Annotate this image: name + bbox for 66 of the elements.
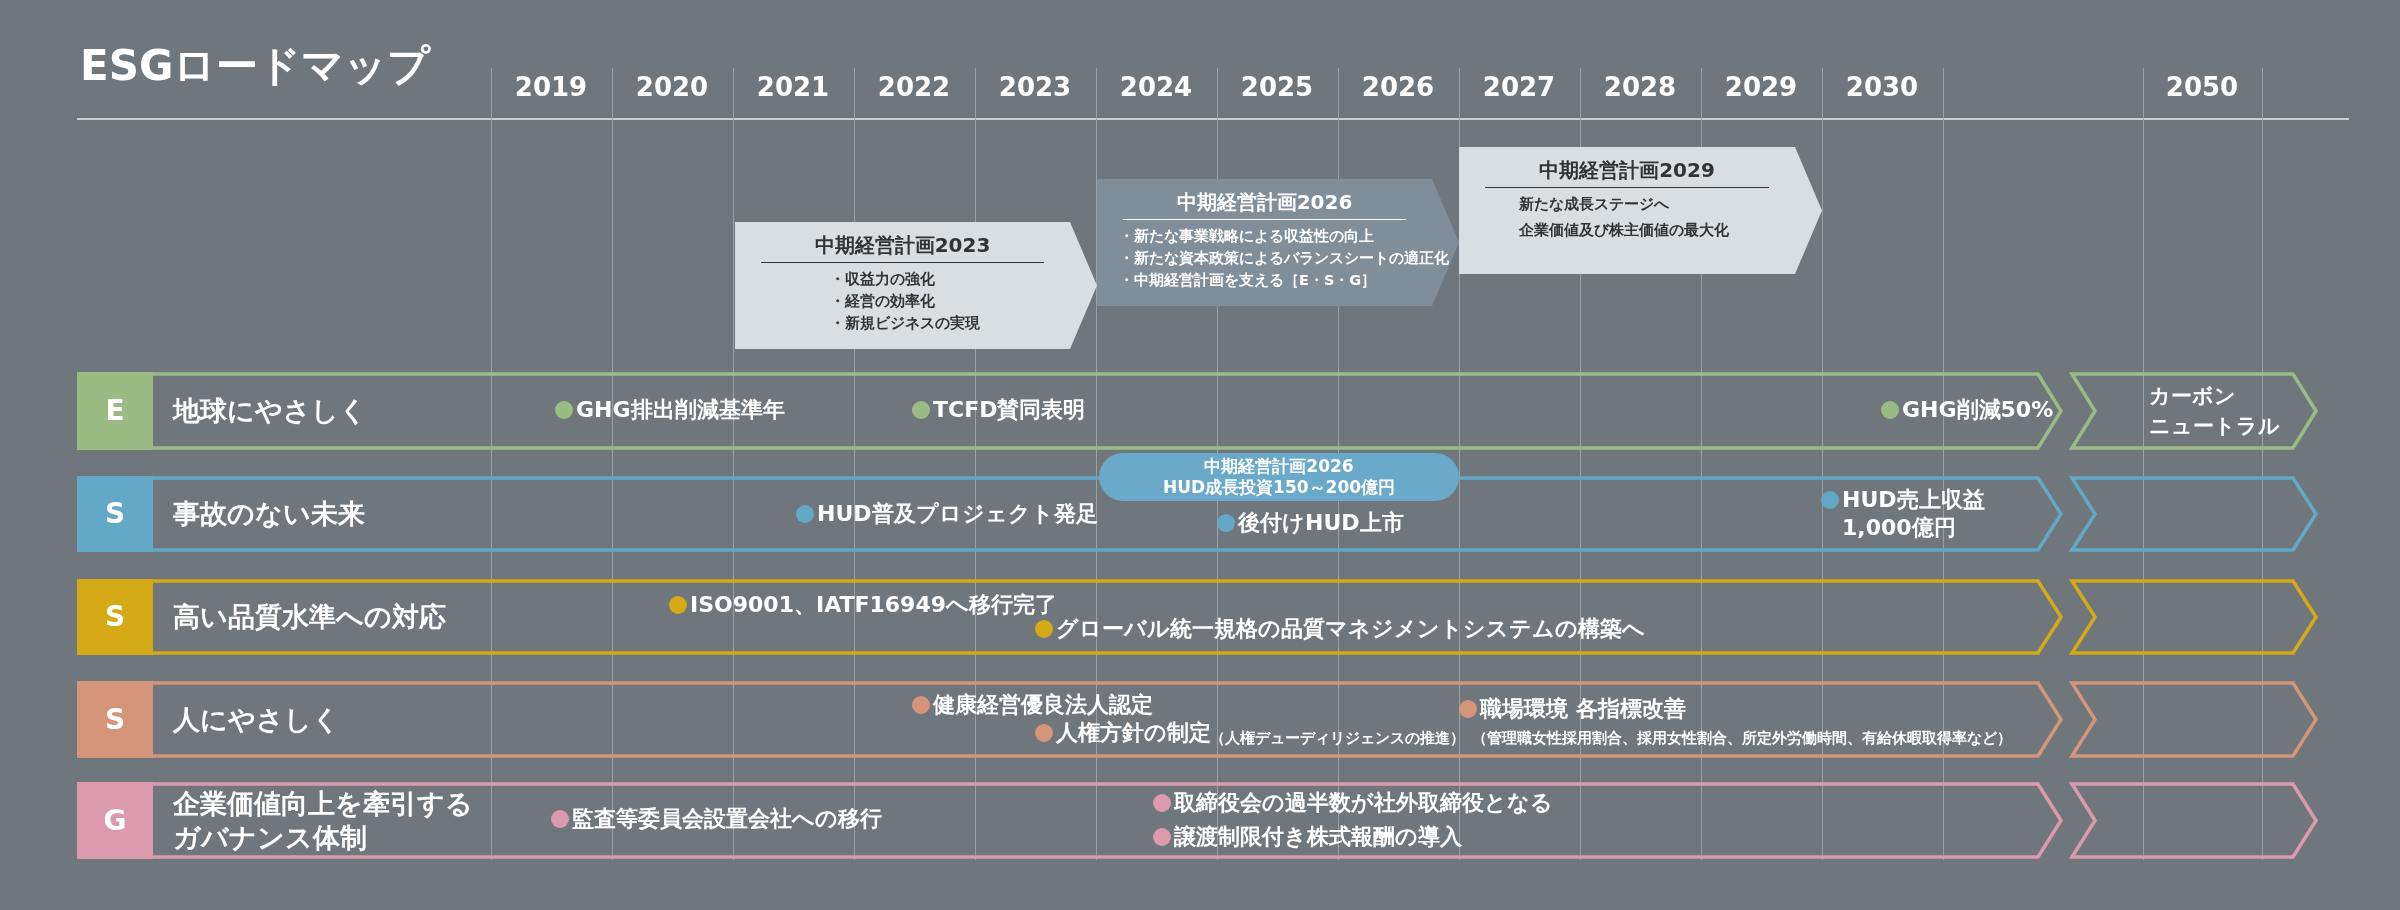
milestone-text: グローバル統一規格の品質マネジメントシステムの構築へ: [1056, 615, 1645, 643]
milestone-text: GHG排出削減基準年: [576, 396, 785, 424]
goal-band: [2069, 372, 2319, 450]
roadmap-band: [77, 782, 2064, 859]
plan-title: 中期経営計画2023: [813, 232, 992, 259]
plan-item: ・新規ビジネスの実現: [830, 314, 980, 333]
diagram-title: ESGロードマップ: [80, 40, 431, 92]
goal-text: カーボンニュートラル: [2149, 383, 2280, 440]
plan-item: ・経営の効率化: [830, 292, 935, 311]
milestone-note: （管理職女性採用割合、採用女性割合、所定外労働時間、有給休暇取得率など）: [1472, 728, 2012, 749]
year-label: 2028: [1602, 72, 1678, 102]
milestone-text: HUD売上収益 1,000億円: [1842, 486, 1986, 542]
roadmap-band: [77, 579, 2064, 655]
plan-pill: 中期経営計画2026 HUD成長投資150～200億円: [1099, 453, 1459, 501]
plan-item: 新たな成長ステージへ: [1519, 195, 1669, 214]
milestone-text: 後付けHUD上市: [1238, 509, 1404, 537]
roadmap-band: [77, 476, 2064, 552]
plan-banner: [1459, 147, 1822, 274]
milestone-text: 監査等委員会設置会社への移行: [572, 805, 882, 833]
year-label: 2021: [755, 72, 831, 102]
plan-item: 企業価値及び株主価値の最大化: [1519, 221, 1729, 240]
plan-banner: [735, 222, 1097, 349]
category-tag: S: [77, 579, 153, 655]
goal-band: [2069, 782, 2319, 859]
category-tag: E: [77, 372, 153, 450]
goal-band: [2069, 476, 2319, 552]
row-title: 高い品質水準への対応: [173, 600, 446, 634]
row-title: 人にやさしく: [173, 702, 340, 737]
plan-banner: [1097, 179, 1459, 306]
plan-title: 中期経営計画2026: [1175, 189, 1354, 216]
year-label: 2027: [1481, 72, 1557, 102]
row-title: 地球にやさしく: [173, 394, 367, 428]
year-label: 2030: [1844, 72, 1920, 102]
plan-item: ・新たな事業戦略による収益性の向上: [1119, 227, 1374, 246]
row-title: 企業価値向上を牽引するガバナンス体制: [173, 786, 473, 855]
year-label: 2020: [634, 72, 710, 102]
milestone-text: 取締役会の過半数が社外取締役となる: [1174, 789, 1553, 817]
plan-title: 中期経営計画2029: [1538, 157, 1716, 184]
milestone-text: 人権方針の制定: [1056, 719, 1211, 747]
roadmap-band: [77, 681, 2064, 758]
year-label: 2025: [1239, 72, 1315, 102]
row-title: 事故のない未来: [173, 497, 365, 531]
year-label: 2029: [1723, 72, 1799, 102]
year-label: 2022: [876, 72, 952, 102]
year-label: 2050: [2164, 72, 2240, 102]
plan-item: ・収益力の強化: [830, 270, 935, 289]
year-label: 2024: [1118, 72, 1194, 102]
milestone-note: （人権デューディリジェンスの推進）: [1210, 728, 1465, 749]
milestone-text: 健康経営優良法人認定: [933, 691, 1153, 719]
category-tag: G: [77, 782, 153, 859]
milestone-text: ISO9001、IATF16949へ移行完了: [690, 591, 1058, 618]
plan-item: ・中期経営計画を支える［E・S・G］: [1119, 271, 1377, 290]
goal-band: [2069, 681, 2319, 758]
milestone-text: GHG削減50%: [1902, 396, 2054, 424]
milestone-text: 譲渡制限付き株式報酬の導入: [1174, 823, 1462, 851]
milestone-text: 職場環境 各指標改善: [1480, 695, 1686, 723]
goal-band: [2069, 579, 2319, 655]
year-label: 2019: [513, 72, 589, 102]
year-label: 2023: [997, 72, 1073, 102]
milestone-text: HUD普及プロジェクト発足: [817, 500, 1098, 528]
year-label: 2026: [1360, 72, 1436, 102]
roadmap-band: [77, 372, 2064, 450]
category-tag: S: [77, 681, 153, 758]
milestone-text: TCFD賛同表明: [933, 396, 1086, 424]
category-tag: S: [77, 476, 153, 552]
plan-item: ・新たな資本政策によるバランスシートの適正化: [1119, 249, 1449, 268]
